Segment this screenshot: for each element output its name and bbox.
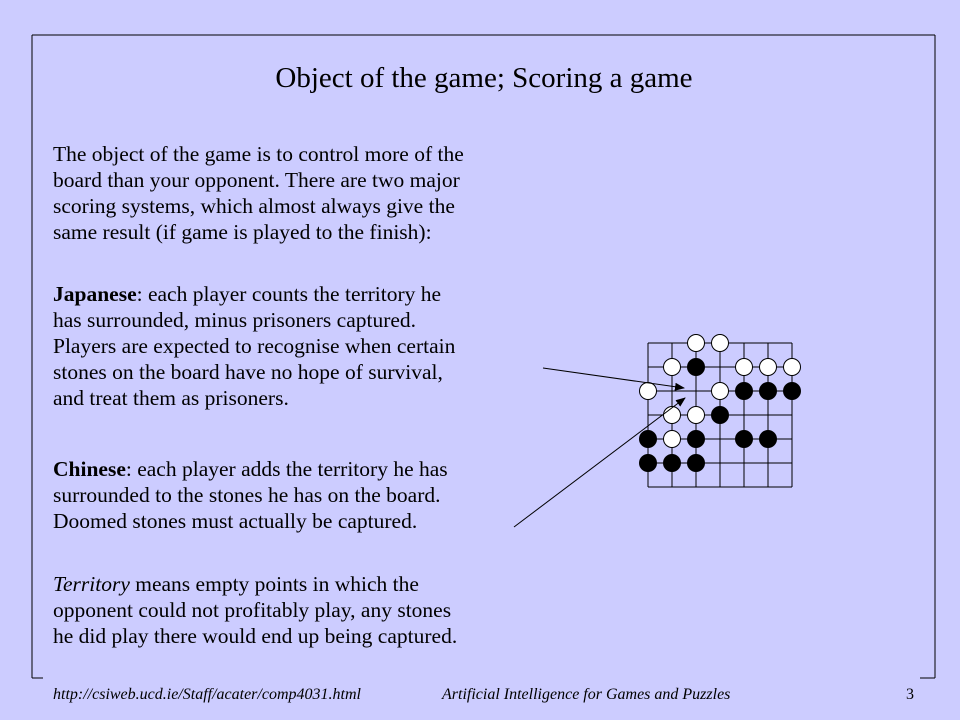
intro-paragraph: The object of the game is to control mor… — [53, 141, 583, 245]
black-stone — [687, 430, 705, 448]
chinese-line: Doomed stones must actually be captured. — [53, 509, 418, 533]
board-stones — [639, 334, 801, 472]
intro-line: scoring systems, which almost always giv… — [53, 194, 455, 218]
territory-line: opponent could not profitably play, any … — [53, 598, 452, 622]
pointer-arrow-chinese — [513, 397, 686, 528]
page-number: 3 — [906, 686, 914, 703]
black-stone — [759, 382, 777, 400]
white-stone — [735, 358, 753, 376]
black-stone — [687, 454, 705, 472]
japanese-line: : each player counts the territory he — [136, 282, 442, 306]
territory-paragraph: Territory means empty points in which th… — [53, 571, 583, 649]
chinese-paragraph: Chinese: each player adds the territory … — [53, 456, 583, 534]
white-stone — [711, 334, 729, 352]
white-stone — [639, 382, 657, 400]
white-stone — [663, 430, 681, 448]
black-stone — [687, 358, 705, 376]
chinese-line: surrounded to the stones he has on the b… — [53, 483, 441, 507]
footer-url: http://csiweb.ucd.ie/Staff/acater/comp40… — [53, 686, 361, 703]
intro-line: The object of the game is to control mor… — [53, 142, 464, 166]
black-stone — [711, 406, 729, 424]
black-stone — [639, 454, 657, 472]
pointer-arrow-japanese — [542, 367, 685, 391]
japanese-line: stones on the board have no hope of surv… — [53, 360, 443, 384]
black-stone — [783, 382, 801, 400]
japanese-term: Japanese — [53, 282, 137, 306]
japanese-line: and treat them as prisoners. — [53, 386, 289, 410]
white-stone — [687, 334, 705, 352]
intro-line: same result (if game is played to the fi… — [53, 220, 432, 244]
black-stone — [639, 430, 657, 448]
white-stone — [711, 382, 729, 400]
japanese-line: has surrounded, minus prisoners captured… — [53, 308, 417, 332]
white-stone — [783, 358, 801, 376]
white-stone — [687, 406, 705, 424]
footer-course-title: Artificial Intelligence for Games and Pu… — [442, 686, 731, 703]
chinese-line: : each player adds the territory he has — [125, 457, 448, 481]
white-stone — [759, 358, 777, 376]
intro-line: board than your opponent. There are two … — [53, 168, 460, 192]
japanese-line: Players are expected to recognise when c… — [53, 334, 456, 358]
black-stone — [663, 454, 681, 472]
territory-term: Territory — [53, 572, 130, 596]
territory-line: means empty points in which the — [129, 572, 419, 596]
territory-line: he did play there would end up being cap… — [53, 624, 458, 648]
black-stone — [735, 382, 753, 400]
slide-title: Object of the game; Scoring a game — [275, 62, 693, 94]
japanese-paragraph: Japanese: each player counts the territo… — [53, 281, 583, 411]
black-stone — [735, 430, 753, 448]
white-stone — [663, 358, 681, 376]
chinese-term: Chinese — [53, 457, 126, 481]
black-stone — [759, 430, 777, 448]
white-stone — [663, 406, 681, 424]
